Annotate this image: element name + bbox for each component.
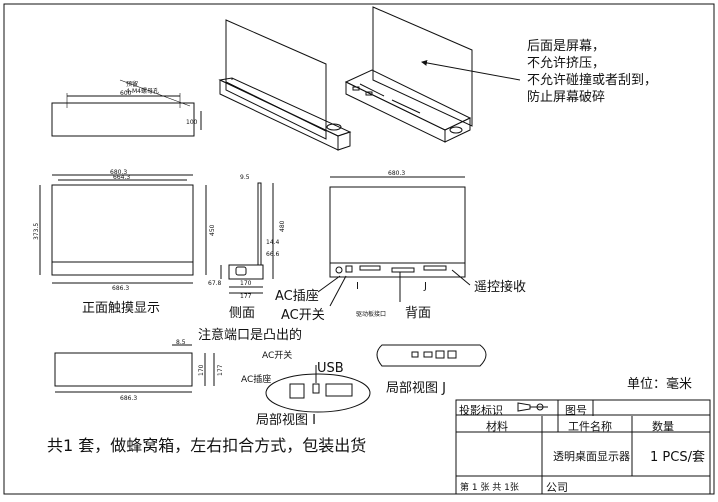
side-view — [220, 182, 274, 294]
screen-warning-line-1: 后面是屏幕， — [527, 39, 606, 54]
dim-front-373: 373.5 — [33, 223, 40, 240]
back-marker-i: I — [356, 281, 359, 292]
front-view — [39, 174, 207, 284]
dim-bottom-686: 686.3 — [120, 395, 137, 402]
screen-arrow — [421, 59, 521, 81]
detail-j-caption: 局部视图 J — [386, 381, 446, 396]
dim-side-170: 170 — [240, 280, 252, 287]
dimension-labels: 600 100 预留 4-M4螺母孔 680.3 664.3 686.3 373… — [33, 80, 405, 402]
dim-side-67-8: 67.8 — [208, 280, 222, 287]
screen-warning-line-4: 防止屏幕破碎 — [527, 90, 606, 105]
detail-view-j — [376, 344, 487, 367]
back-ac-socket-label: AC插座 — [275, 289, 319, 304]
front-view-caption: 正面触摸显示 — [82, 301, 161, 316]
sheet-border — [3, 3, 715, 495]
title-material: 材料 — [486, 420, 508, 433]
back-marker-j: J — [424, 281, 427, 292]
unit-note: 单位：毫米 — [627, 377, 693, 392]
dim-back-680: 680.3 — [388, 170, 405, 177]
title-part-value: 透明桌面显示器 — [553, 450, 630, 463]
dim-side-9-5: 9.5 — [240, 174, 250, 181]
bottom-view — [54, 344, 215, 393]
title-projection: 投影标识 — [459, 404, 503, 417]
side-view-caption: 侧面 — [229, 306, 256, 321]
back-view — [317, 176, 471, 307]
iso-view-back — [344, 6, 473, 143]
detail-i-usb: USB — [317, 361, 344, 376]
screen-warning-line-3: 不允许碰撞或者刮到， — [527, 73, 658, 88]
back-ac-switch-label: AC开关 — [281, 308, 325, 323]
dim-bottom-170: 170 — [198, 364, 205, 376]
dim-side-177: 177 — [240, 293, 252, 300]
port-protrusion-note: 注意端口是凸出的 — [198, 328, 303, 343]
title-block-grid — [455, 399, 711, 495]
dim-bottom-8-5: 8.5 — [176, 339, 186, 346]
dim-top-100: 100 — [186, 119, 198, 126]
detail-i-ac-socket: AC插座 — [241, 375, 272, 385]
back-driver-board: 驱动板接口 — [356, 310, 386, 318]
screen-warning-line-2: 不允许挤压， — [527, 56, 606, 71]
dim-top-600: 600 — [120, 90, 132, 97]
dim-side-480: 480 — [279, 220, 286, 232]
title-drawing-no: 图号 — [565, 404, 587, 417]
dim-side-66-6: 66.6 — [266, 251, 280, 258]
back-view-caption: 背面 — [405, 306, 432, 321]
dim-side-14-4: 14.4 — [266, 239, 280, 246]
screen-warning-note: 后面是屏幕， 不允许挤压， 不允许碰撞或者刮到， 防止屏幕破碎 — [527, 38, 657, 106]
dim-front-680: 680.3 — [110, 169, 127, 176]
detail-i-ac-switch: AC开关 — [262, 351, 293, 361]
remote-receiver-label: 遥控接收 — [474, 280, 527, 295]
dim-front-664: 664.3 — [113, 174, 130, 181]
top-note-1: 预留 — [126, 80, 138, 88]
top-view — [51, 79, 202, 137]
detail-view-i — [265, 365, 371, 413]
title-quantity: 数量 — [652, 420, 674, 433]
title-company: 公司 — [546, 481, 568, 494]
title-qty-value: 1 PCS/套 — [650, 450, 705, 465]
top-note-2: 4-M4螺母孔 — [126, 87, 159, 95]
dim-bottom-177: 177 — [217, 364, 224, 376]
title-part-name: 工件名称 — [568, 420, 612, 433]
packaging-note: 共1 套，做蜂窝箱，左右扣合方式，包装出货 — [47, 436, 367, 455]
title-sheet: 第 1 张 共 1张 — [460, 483, 519, 493]
detail-i-caption: 局部视图 I — [256, 413, 316, 428]
dim-front-450: 450 — [209, 224, 216, 236]
dim-front-686: 686.3 — [112, 285, 129, 292]
iso-view-front — [218, 19, 352, 151]
